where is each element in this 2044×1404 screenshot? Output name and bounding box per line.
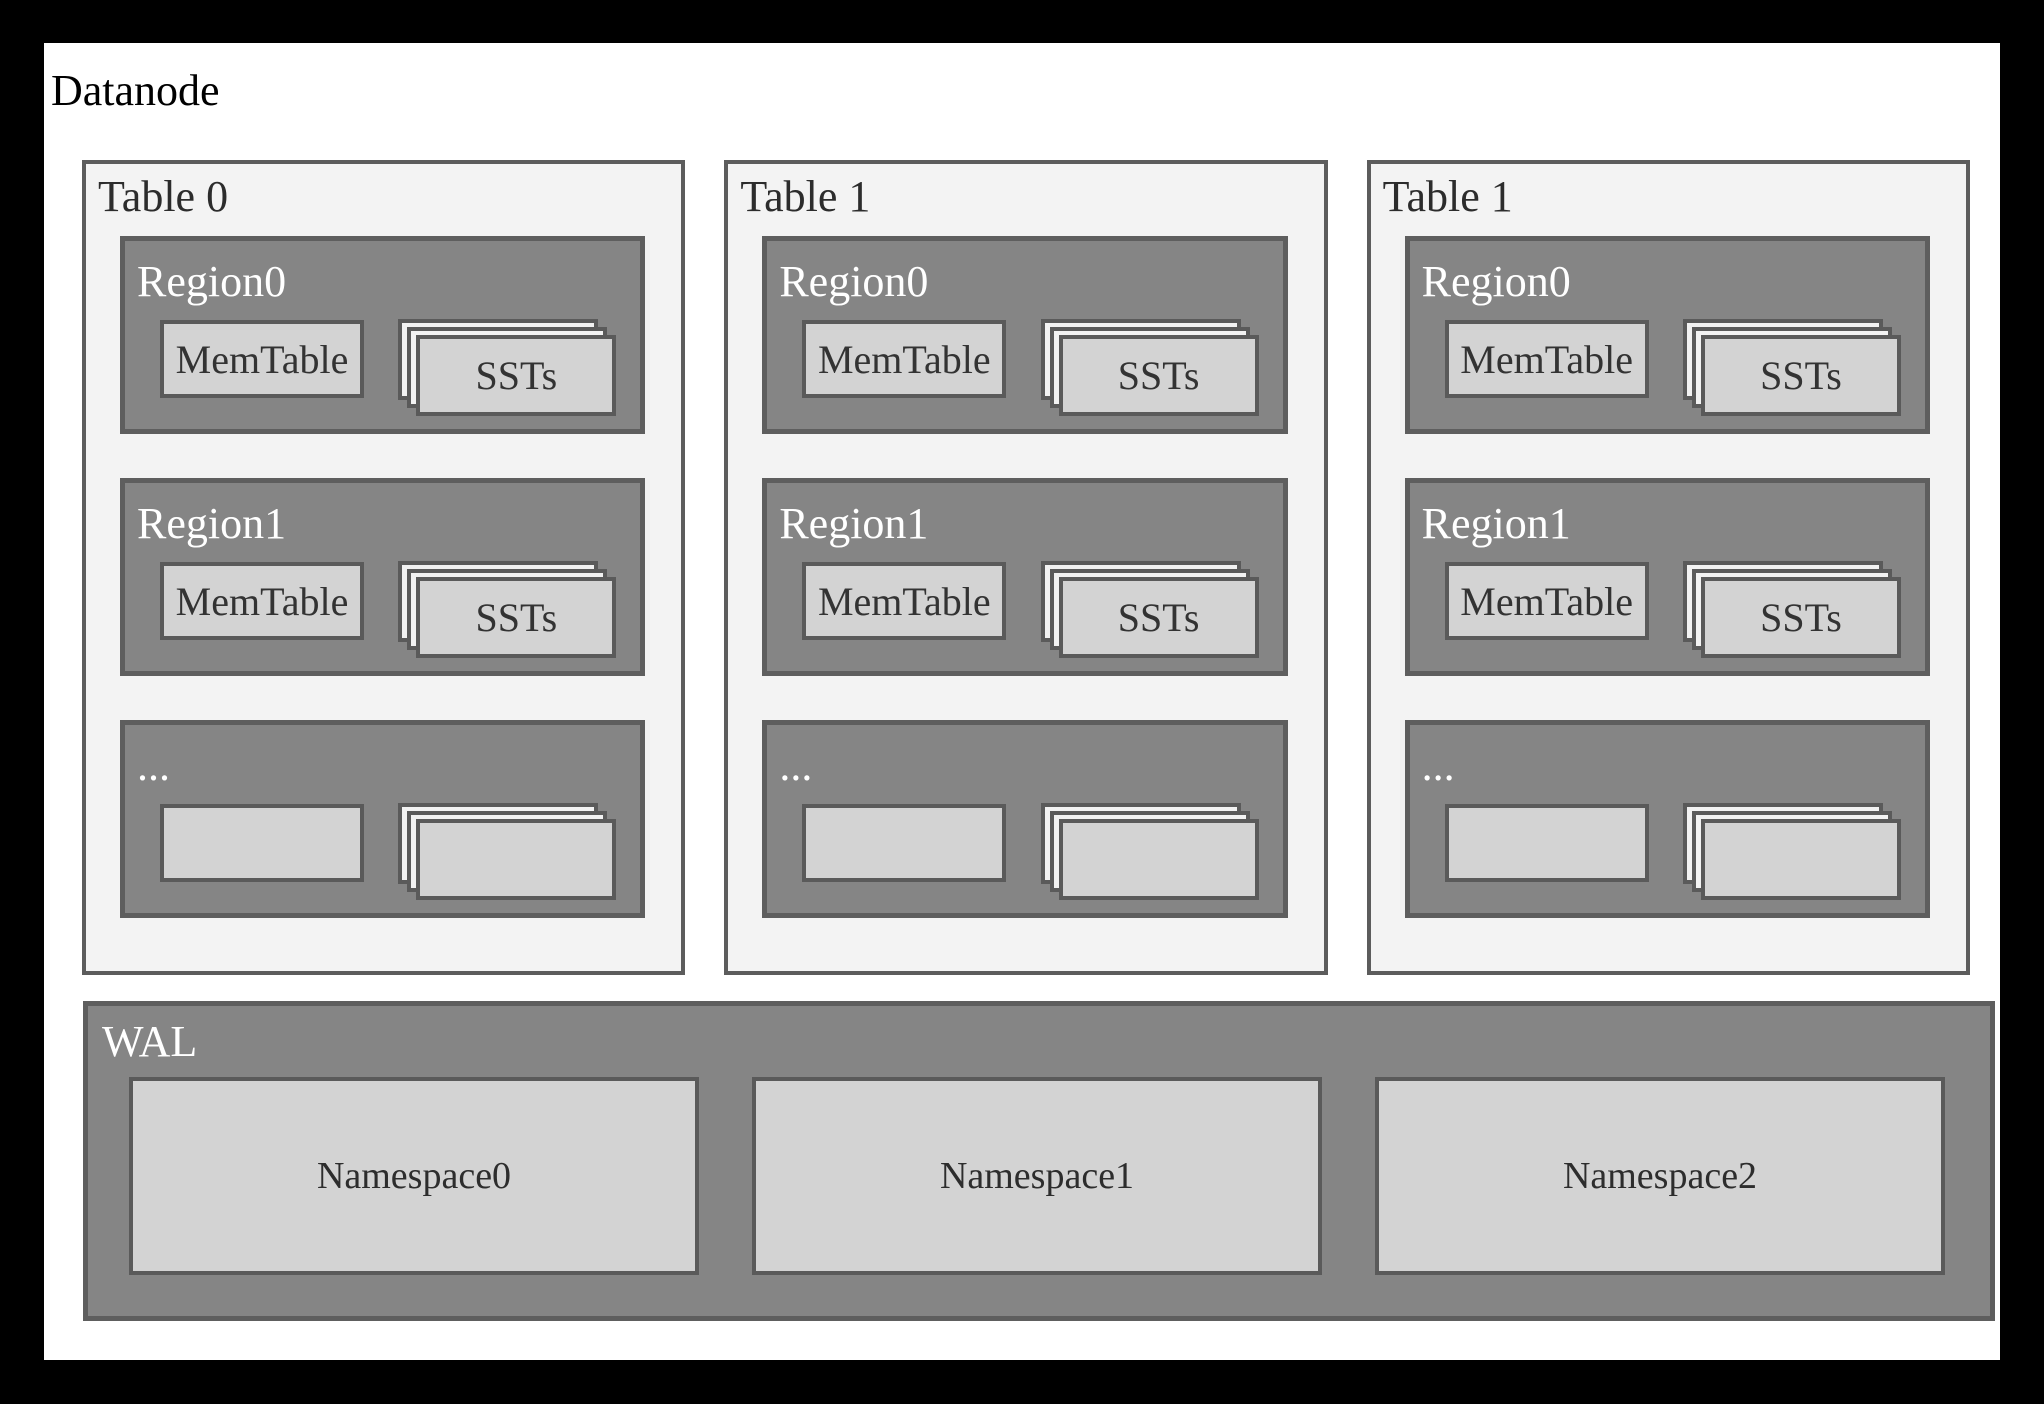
region-box: Region1 MemTable SSTs bbox=[1404, 478, 1930, 676]
sst-stack: SSTs bbox=[1682, 561, 1901, 658]
table-box-0: Table 0 Region0 MemTable SSTs Region1 bbox=[82, 160, 686, 975]
sst-layer-front bbox=[1058, 819, 1259, 900]
regions-list: Region0 MemTable SSTs Region1 MemTable bbox=[762, 236, 1288, 918]
region-box: Region0 MemTable SSTs bbox=[1404, 236, 1930, 434]
region-box: Region0 MemTable SSTs bbox=[120, 236, 646, 434]
table-box-1: Table 1 Region0 MemTable SSTs Region1 bbox=[724, 160, 1328, 975]
region-label: Region1 bbox=[779, 499, 929, 548]
wal-label: WAL bbox=[102, 1017, 198, 1066]
sst-stack: SSTs bbox=[1040, 561, 1259, 658]
table-label: Table 1 bbox=[1382, 172, 1513, 221]
namespace-box-1: Namespace1 bbox=[752, 1077, 1322, 1275]
table-label: Table 0 bbox=[98, 172, 229, 221]
region-row: MemTable SSTs bbox=[160, 556, 617, 658]
sst-stack: SSTs bbox=[1682, 319, 1901, 416]
memtable-box: MemTable bbox=[160, 562, 364, 640]
regions-list: Region0 MemTable SSTs Region1 MemTable bbox=[120, 236, 646, 918]
sst-layer-front: SSTs bbox=[416, 335, 617, 416]
region-box-ellipsis: ... bbox=[120, 720, 646, 918]
region-label: Region0 bbox=[779, 257, 929, 306]
sst-stack-empty bbox=[1040, 803, 1259, 900]
region-box: Region1 MemTable SSTs bbox=[762, 478, 1288, 676]
region-label: Region0 bbox=[137, 257, 287, 306]
table-label: Table 1 bbox=[740, 172, 871, 221]
region-label: ... bbox=[1421, 741, 1455, 790]
region-label: Region1 bbox=[137, 499, 287, 548]
region-row: MemTable SSTs bbox=[1444, 314, 1901, 416]
region-label: ... bbox=[779, 741, 813, 790]
region-label: Region0 bbox=[1421, 257, 1571, 306]
sst-layer-front bbox=[1700, 819, 1901, 900]
region-row: MemTable SSTs bbox=[1444, 556, 1901, 658]
region-box: Region0 MemTable SSTs bbox=[762, 236, 1288, 434]
regions-list: Region0 MemTable SSTs Region1 MemTable bbox=[1404, 236, 1930, 918]
sst-layer-front: SSTs bbox=[416, 577, 617, 658]
memtable-box: MemTable bbox=[802, 562, 1007, 640]
sst-stack: SSTs bbox=[398, 319, 617, 416]
region-row bbox=[802, 798, 1259, 900]
region-row: MemTable SSTs bbox=[802, 314, 1259, 416]
region-row bbox=[160, 798, 617, 900]
sst-stack-empty bbox=[398, 803, 617, 900]
datanode-panel: Datanode Table 0 Region0 MemTable SSTs bbox=[44, 43, 2000, 1360]
region-box-ellipsis: ... bbox=[762, 720, 1288, 918]
page-title: Datanode bbox=[51, 66, 220, 115]
namespace-box-2: Namespace2 bbox=[1375, 1077, 1945, 1275]
memtable-box-empty bbox=[160, 804, 364, 882]
sst-stack: SSTs bbox=[398, 561, 617, 658]
sst-layer-front bbox=[416, 819, 617, 900]
memtable-box: MemTable bbox=[1444, 562, 1649, 640]
region-box: Region1 MemTable SSTs bbox=[120, 478, 646, 676]
namespace-row: Namespace0 Namespace1 Namespace2 bbox=[129, 1077, 1945, 1275]
wal-box: WAL Namespace0 Namespace1 Namespace2 bbox=[83, 1001, 1995, 1321]
memtable-box: MemTable bbox=[160, 320, 364, 398]
region-row: MemTable SSTs bbox=[802, 556, 1259, 658]
memtable-box: MemTable bbox=[802, 320, 1007, 398]
region-row bbox=[1444, 798, 1901, 900]
sst-stack-empty bbox=[1682, 803, 1901, 900]
memtable-box-empty bbox=[1444, 804, 1649, 882]
namespace-box-0: Namespace0 bbox=[129, 1077, 699, 1275]
sst-layer-front: SSTs bbox=[1058, 335, 1259, 416]
memtable-box: MemTable bbox=[1444, 320, 1649, 398]
sst-layer-front: SSTs bbox=[1700, 335, 1901, 416]
region-label: Region1 bbox=[1421, 499, 1571, 548]
sst-layer-front: SSTs bbox=[1058, 577, 1259, 658]
sst-stack: SSTs bbox=[1040, 319, 1259, 416]
region-box-ellipsis: ... bbox=[1404, 720, 1930, 918]
region-label: ... bbox=[137, 741, 170, 790]
memtable-box-empty bbox=[802, 804, 1007, 882]
table-box-2: Table 1 Region0 MemTable SSTs Region1 bbox=[1366, 160, 1970, 975]
region-row: MemTable SSTs bbox=[160, 314, 617, 416]
tables-row: Table 0 Region0 MemTable SSTs Region1 bbox=[82, 160, 1970, 975]
sst-layer-front: SSTs bbox=[1700, 577, 1901, 658]
